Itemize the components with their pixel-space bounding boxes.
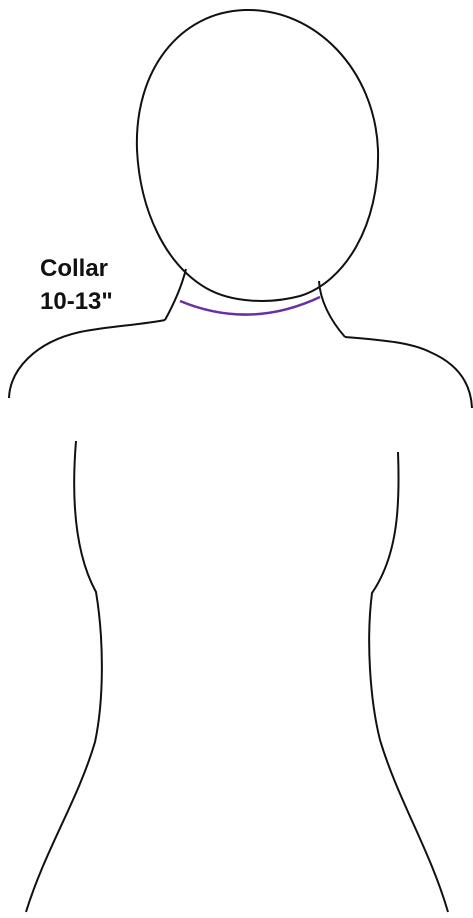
right-shoulder-outline — [345, 337, 472, 408]
collar-size-range: 10-13" — [40, 287, 113, 317]
neck-right-outline — [319, 281, 345, 337]
right-torso-outline — [369, 452, 448, 912]
collar-label: Collar — [40, 254, 108, 284]
head-outline — [137, 10, 378, 301]
left-shoulder-outline — [9, 320, 165, 398]
neck-left-outline — [165, 269, 186, 320]
left-torso-outline — [26, 441, 102, 912]
